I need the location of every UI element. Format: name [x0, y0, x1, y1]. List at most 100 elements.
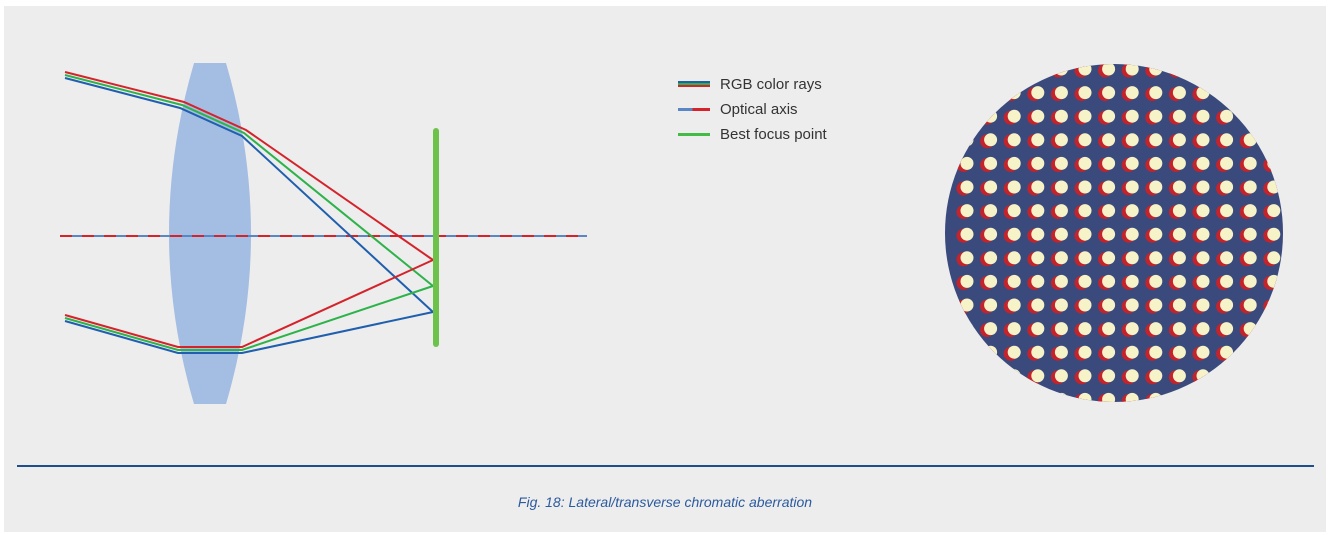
spot-point	[1102, 109, 1116, 123]
spot-point	[1243, 180, 1257, 194]
rgb-rays-swatch-icon	[678, 81, 710, 87]
spot-point	[1078, 180, 1092, 194]
spot-point	[1078, 345, 1092, 359]
spot-point	[1125, 345, 1139, 359]
spot-point	[1102, 369, 1116, 383]
spot-point	[1172, 109, 1186, 123]
caption-divider	[17, 465, 1314, 467]
spot-red-fringe	[1263, 157, 1278, 172]
spot-point	[1149, 298, 1163, 312]
upper-red-ray	[64, 71, 434, 261]
spot-red-fringe	[956, 323, 971, 338]
spot-point	[1102, 86, 1116, 100]
spot-point	[1054, 251, 1068, 265]
spot-point	[1007, 109, 1021, 123]
spot-point	[1054, 322, 1068, 336]
spot-point	[984, 345, 998, 359]
upper-blue-ray	[64, 77, 434, 313]
spot-point	[1267, 251, 1281, 265]
spot-point	[1078, 204, 1092, 218]
spot-point	[1196, 322, 1210, 336]
legend-label-axis: Optical axis	[720, 101, 798, 118]
spot-point	[1172, 274, 1186, 288]
spot-point	[960, 204, 974, 218]
spot-point	[1149, 322, 1163, 336]
spot-point	[1196, 86, 1210, 100]
spot-point	[1078, 86, 1092, 100]
legend-item-rgb: RGB color rays	[678, 72, 827, 97]
spot-point	[1125, 298, 1139, 312]
spot-point	[1149, 133, 1163, 147]
spot-point	[1007, 345, 1021, 359]
spot-point	[1054, 86, 1068, 100]
spot-point	[1102, 227, 1116, 241]
spot-red-fringe	[956, 134, 971, 149]
spot-point	[1196, 227, 1210, 241]
spot-point	[1007, 298, 1021, 312]
spot-point	[1267, 180, 1281, 194]
spot-red-fringe	[1050, 393, 1065, 402]
spot-point	[1102, 251, 1116, 265]
spot-point	[1149, 227, 1163, 241]
spot-point	[1125, 133, 1139, 147]
optical-axis-swatch-icon	[678, 108, 710, 111]
spot-point	[1102, 156, 1116, 170]
spot-point	[1102, 392, 1116, 402]
spot-point	[1102, 64, 1116, 76]
spot-point	[1007, 227, 1021, 241]
spot-point	[984, 227, 998, 241]
spot-point	[1125, 64, 1139, 76]
spot-point	[1172, 251, 1186, 265]
spot-point	[1149, 369, 1163, 383]
spot-point	[1220, 251, 1234, 265]
spot-point	[1054, 156, 1068, 170]
spot-point	[1078, 109, 1092, 123]
spot-point	[984, 274, 998, 288]
spot-point	[984, 180, 998, 194]
spot-point	[1172, 345, 1186, 359]
spot-point	[1196, 109, 1210, 123]
spot-point	[1149, 345, 1163, 359]
spot-point	[1243, 156, 1257, 170]
spot-point	[1007, 133, 1021, 147]
spot-point	[960, 322, 974, 336]
lower-red-ray	[64, 259, 434, 348]
legend: RGB color rays Optical axis Best focus p…	[678, 72, 827, 147]
convex-lens	[169, 63, 251, 404]
spot-point	[1054, 109, 1068, 123]
spot-point	[1102, 274, 1116, 288]
spot-point	[1054, 64, 1068, 76]
spot-red-fringe	[1050, 64, 1065, 78]
spot-point	[1243, 133, 1257, 147]
legend-label-rgb: RGB color rays	[720, 76, 822, 93]
figure-panel: RGB color rays Optical axis Best focus p…	[4, 6, 1326, 532]
spot-point	[1054, 369, 1068, 383]
spot-point	[1031, 322, 1045, 336]
spot-point	[1196, 345, 1210, 359]
spot-point	[1243, 298, 1257, 312]
spot-red-fringe	[1263, 299, 1278, 314]
spot-point	[1196, 369, 1210, 383]
spot-point	[1220, 345, 1234, 359]
spot-point	[1125, 156, 1139, 170]
spot-point	[1220, 298, 1234, 312]
spot-point	[1007, 204, 1021, 218]
spot-point	[1172, 133, 1186, 147]
spot-point	[1196, 251, 1210, 265]
spot-point	[1125, 86, 1139, 100]
spot-point	[1007, 274, 1021, 288]
spot-point	[1220, 180, 1234, 194]
figure-caption: Fig. 18: Lateral/transverse chromatic ab…	[517, 494, 813, 510]
spot-point	[1078, 322, 1092, 336]
spot-point	[1196, 156, 1210, 170]
spot-point	[1054, 133, 1068, 147]
spot-point	[960, 133, 974, 147]
focus-point-swatch-icon	[678, 133, 710, 136]
spot-point	[960, 156, 974, 170]
spot-point	[1196, 133, 1210, 147]
spot-point	[1031, 345, 1045, 359]
spot-point	[1196, 180, 1210, 194]
spot-point	[1243, 204, 1257, 218]
spot-point	[1031, 298, 1045, 312]
spot-point	[1149, 251, 1163, 265]
